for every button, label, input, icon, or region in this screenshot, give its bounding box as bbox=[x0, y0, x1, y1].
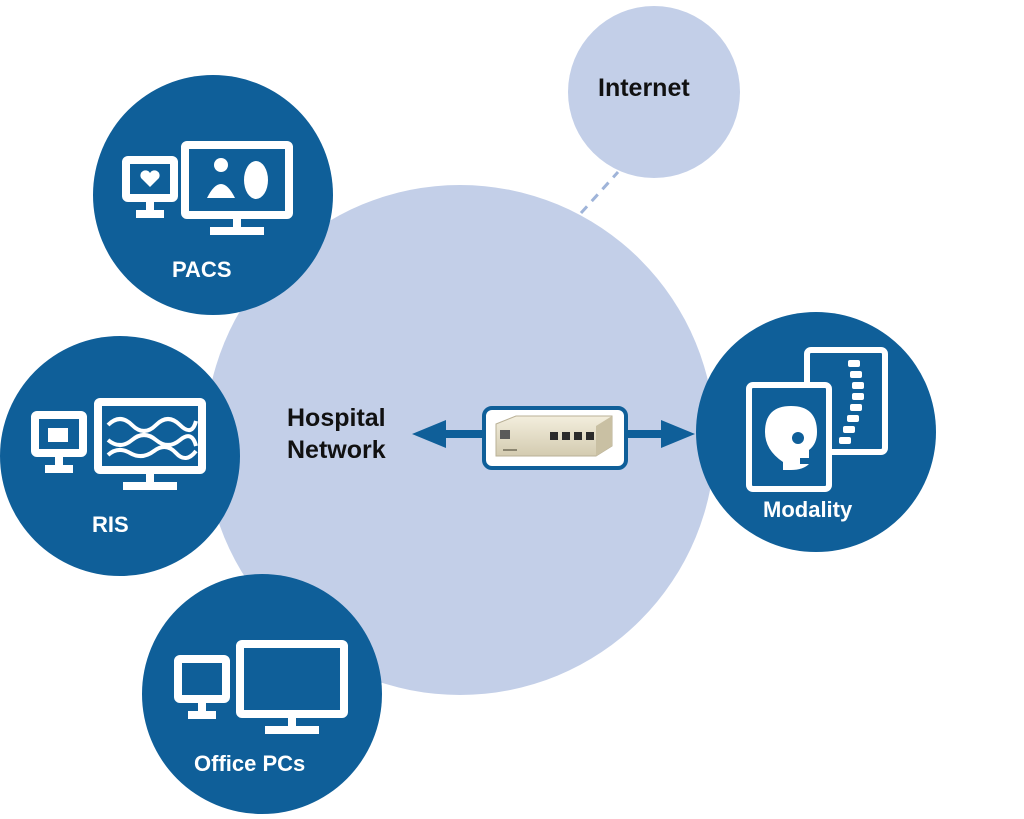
internet-node bbox=[568, 6, 740, 178]
pacs-label: PACS bbox=[172, 257, 232, 282]
internet-label: Internet bbox=[598, 74, 690, 102]
xray-skull-spine-icon bbox=[746, 347, 888, 492]
internet-link-dashed bbox=[579, 170, 620, 215]
monitors-waveform-icon bbox=[31, 398, 206, 490]
modality-node bbox=[696, 312, 936, 552]
ris-label: RIS bbox=[92, 512, 129, 537]
hospital-network-node bbox=[205, 185, 715, 695]
hospital-network-label-line1: Hospital bbox=[287, 404, 386, 432]
hospital-network-label-line2: Network bbox=[287, 436, 386, 464]
monitors-icon bbox=[174, 640, 348, 734]
network-gateway-device-icon bbox=[482, 406, 628, 470]
pacs-node bbox=[93, 75, 333, 315]
modality-label: Modality bbox=[763, 497, 853, 522]
ris-node bbox=[0, 336, 240, 576]
office-pcs-node bbox=[142, 574, 382, 814]
office-pcs-label: Office PCs bbox=[194, 751, 306, 776]
monitors-heart-and-scan-icon bbox=[122, 141, 293, 235]
